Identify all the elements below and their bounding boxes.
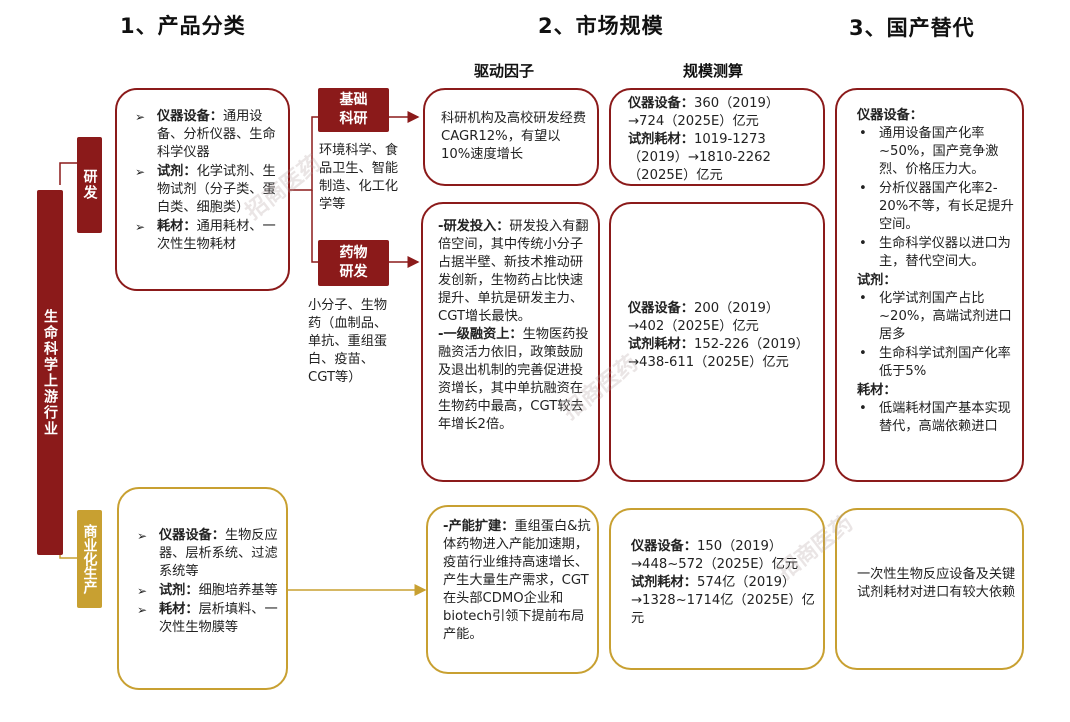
basic-estimate-box: 仪器设备：360（2019）→724（2025E）亿元 试剂耗材：1019-12… (609, 88, 825, 186)
subst-group-reagents: 试剂： •化学试剂国产占比~20%，高端试剂进口居多 •生命科学试剂国产化率低于… (857, 272, 1022, 381)
commercial-substitution-box: 一次性生物反应设备及关键试剂耗材对进口有较大依赖 (835, 508, 1024, 670)
rd-item-instruments: ➢仪器设备：通用设备、分析仪器、生命科学仪器 (135, 109, 276, 160)
basic-estimate-reagents: 试剂耗材：1019-1273（2019）→1810-2262（2025E）亿元 (628, 132, 771, 183)
dot-bullet-icon: • (859, 126, 867, 141)
subst-point: •通用设备国产化率~50%，国产竞争激烈、价格压力大。 (859, 126, 999, 177)
basic-research-desc: 环境科学、食品卫生、智能制造、化工化学等 (319, 143, 399, 212)
rd-item-consumables: ➢耗材：通用耗材、一次性生物耗材 (135, 219, 276, 252)
commercial-estimate-box: 仪器设备：150（2019）→448~572（2025E）亿元 试剂耗材：574… (609, 508, 825, 670)
drug-estimate-instruments: 仪器设备：200（2019）→402（2025E）亿元 (628, 301, 780, 334)
connector-bar-rd (59, 162, 77, 185)
basic-driver-text: 科研机构及高校研发经费CAGR12%，有望以10%速度增长 (441, 111, 587, 162)
substitution-rd-box: 仪器设备： •通用设备国产化率~50%，国产竞争激烈、价格压力大。 •分析仪器国… (835, 88, 1024, 482)
subst-point: •低端耗材国产基本实现替代，高端依赖进口 (859, 401, 1011, 434)
arrow-bullet-icon: ➢ (137, 529, 148, 543)
commercial-estimate-instruments: 仪器设备：150（2019）→448~572（2025E）亿元 (631, 539, 799, 572)
tag-drug-rd: 药物研发 (318, 240, 389, 286)
basic-estimate-instruments: 仪器设备：360（2019）→724（2025E）亿元 (628, 96, 780, 129)
rd-item-list: ➢仪器设备：通用设备、分析仪器、生命科学仪器 ➢试剂：化学试剂、生物试剂（分子类… (135, 108, 285, 254)
industry-label-bar: 生命科学上游行业 (37, 190, 63, 555)
section-title-domestic-substitution: 3、国产替代 (849, 16, 975, 40)
basic-driver-box: 科研机构及高校研发经费CAGR12%，有望以10%速度增长 (423, 88, 599, 186)
drug-rd-desc: 小分子、生物药（血制品、单抗、重组蛋白、疫苗、CGT等） (308, 298, 388, 385)
subst-point: •生命科学试剂国产化率低于5% (859, 346, 1011, 379)
arrow-bullet-icon: ➢ (135, 165, 146, 179)
driver-rd-investment: -研发投入：研发投入有翻倍空间，其中传统小分子占据半壁、新技术推动研发创新，生物… (438, 219, 589, 324)
rd-classification-box: ➢仪器设备：通用设备、分析仪器、生命科学仪器 ➢试剂：化学试剂、生物试剂（分子类… (115, 88, 290, 291)
commercial-item-list: ➢仪器设备：生物反应器、层析系统、过滤系统等 ➢试剂：细胞培养基等 ➢耗材：层析… (137, 527, 285, 637)
column-head-estimate: 规模测算 (683, 62, 744, 80)
arrow-bullet-icon: ➢ (135, 110, 146, 124)
tag-basic-research: 基础科研 (318, 88, 389, 132)
commercial-item-consumables: ➢耗材：层析填料、一次性生物膜等 (137, 602, 278, 635)
connector-bar-commercial (59, 555, 77, 559)
dot-bullet-icon: • (859, 181, 867, 196)
dot-bullet-icon: • (859, 401, 867, 416)
driver-primary-financing: -一级融资上：生物医药投融资活力依旧，政策鼓励及退出机制的完善促进投资增长，其中… (438, 327, 589, 432)
arrow-bullet-icon: ➢ (137, 584, 148, 598)
commercial-substitution-text: 一次性生物反应设备及关键试剂耗材对进口有较大依赖 (857, 567, 1016, 600)
drug-estimate-reagents: 试剂耗材：152-226（2019）→438-611（2025E）亿元 (628, 337, 809, 370)
rd-item-reagents: ➢试剂：化学试剂、生物试剂（分子类、蛋白类、细胞类） (135, 164, 276, 215)
commercial-label-bar: 商业化生产 (77, 510, 102, 608)
arrow-bullet-icon: ➢ (135, 220, 146, 234)
subst-point: •生命科学仪器以进口为主，替代空间大。 (859, 236, 1011, 269)
commercial-item-reagents: ➢试剂：细胞培养基等 (137, 583, 278, 598)
subst-group-instruments: 仪器设备： •通用设备国产化率~50%，国产竞争激烈、价格压力大。 •分析仪器国… (857, 107, 1022, 271)
commercial-driver-box: -产能扩建：重组蛋白&抗体药物进入产能加速期，疫苗行业维持高速增长、产生大量生产… (426, 505, 599, 674)
drug-driver-box: -研发投入：研发投入有翻倍空间，其中传统小分子占据半壁、新技术推动研发创新，生物… (421, 202, 600, 482)
arrow-bullet-icon: ➢ (137, 603, 148, 617)
dot-bullet-icon: • (859, 346, 867, 361)
subst-point: •化学试剂国产占比~20%，高端试剂进口居多 (859, 291, 1012, 342)
subst-point: •分析仪器国产化率2-20%不等，有长足提升空间。 (859, 181, 1014, 232)
commercial-item-instruments: ➢仪器设备：生物反应器、层析系统、过滤系统等 (137, 528, 278, 579)
commercial-estimate-reagents: 试剂耗材：574亿（2019）→1328~1714亿（2025E）亿元 (631, 575, 815, 626)
driver-capacity-expansion: -产能扩建：重组蛋白&抗体药物进入产能加速期，疫苗行业维持高速增长、产生大量生产… (443, 519, 591, 642)
dot-bullet-icon: • (859, 291, 867, 306)
commercial-classification-box: ➢仪器设备：生物反应器、层析系统、过滤系统等 ➢试剂：细胞培养基等 ➢耗材：层析… (117, 487, 288, 690)
section-title-product-classification: 1、产品分类 (120, 14, 246, 38)
drug-estimate-box: 仪器设备：200（2019）→402（2025E）亿元 试剂耗材：152-226… (609, 202, 825, 482)
rd-label-bar: 研发 (77, 137, 102, 233)
column-head-drivers: 驱动因子 (474, 62, 535, 80)
section-title-market-size: 2、市场规模 (538, 14, 664, 38)
dot-bullet-icon: • (859, 236, 867, 251)
connector-rd-basic (290, 116, 318, 191)
subst-group-consumables: 耗材： •低端耗材国产基本实现替代，高端依赖进口 (857, 382, 1022, 436)
connector-rd-drug (311, 190, 318, 263)
